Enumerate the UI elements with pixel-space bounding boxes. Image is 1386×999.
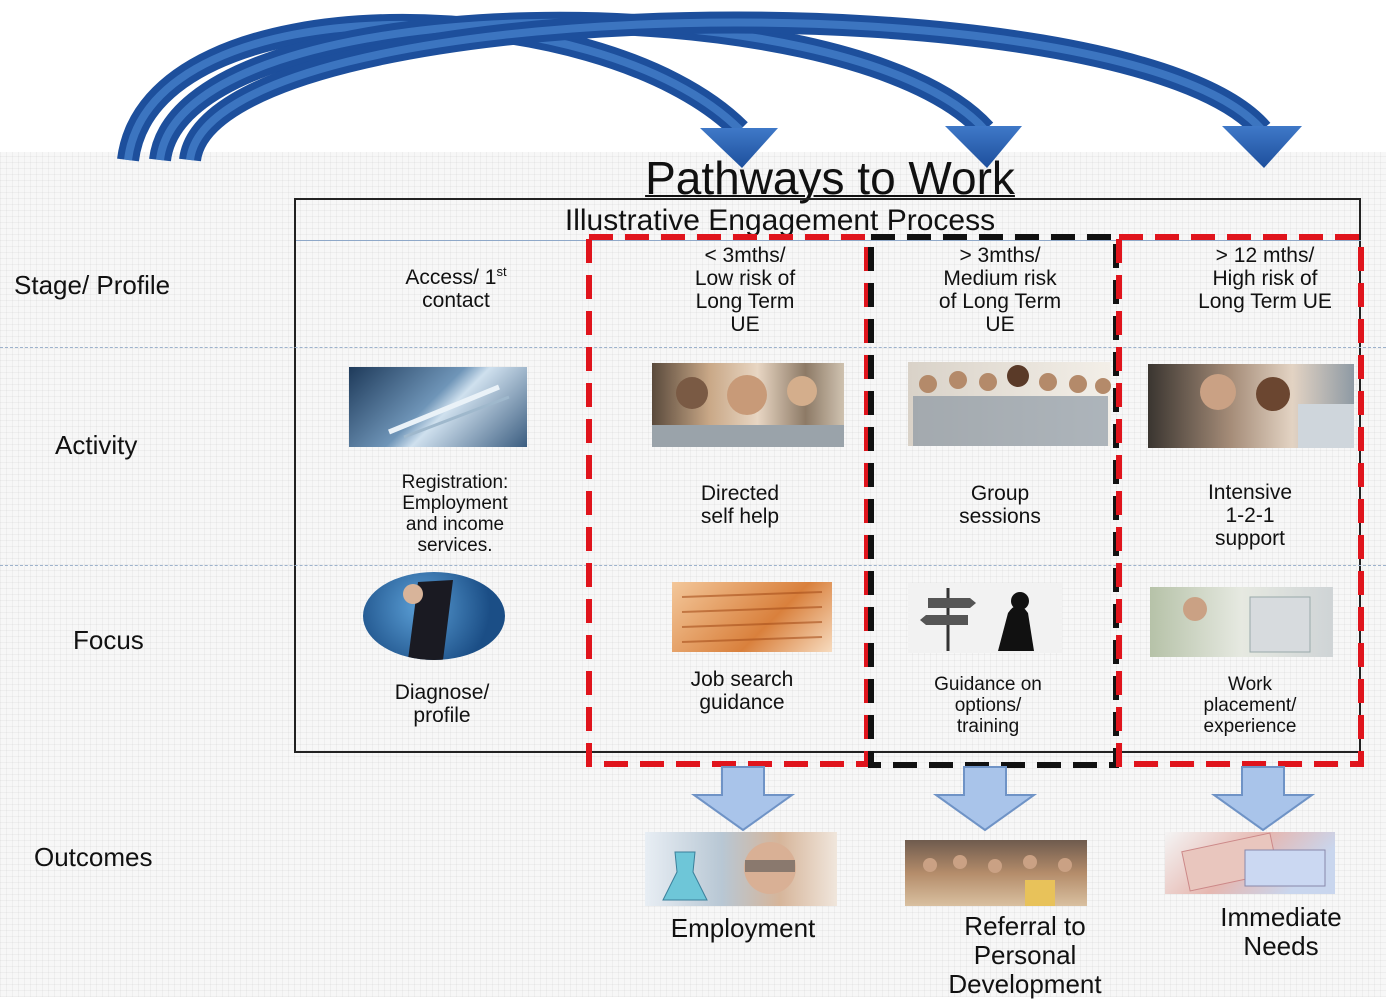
woman-in-circle-image (363, 572, 505, 660)
euro-banknotes-image (1165, 832, 1335, 894)
classroom-image (905, 840, 1087, 906)
outcome-employment: Employment (670, 913, 816, 943)
header-divider (296, 240, 1361, 241)
focus-diagnose-profile: Diagnose/profile (394, 681, 490, 727)
workplace-machine-image (1150, 587, 1333, 657)
low-risk-highlight-box (586, 234, 870, 767)
table-subtitle: Illustrative Engagement Process (564, 204, 996, 237)
direction-signpost-silhouette-image (908, 583, 1062, 653)
stage-access: Access/ 1st contact (405, 264, 507, 312)
slide-background (0, 152, 1386, 997)
down-arrow-employment (690, 766, 796, 832)
group-of-people-image (908, 362, 1111, 446)
row-label-activity: Activity (55, 430, 138, 460)
scientist-with-flask-image (645, 832, 837, 906)
arc-arrowhead-high (1222, 126, 1302, 168)
row-label-outcomes: Outcomes (34, 842, 153, 872)
row-label-focus: Focus (73, 625, 144, 655)
row-label-stage: Stage/ Profile (14, 270, 171, 300)
high-risk-highlight-box (1116, 234, 1364, 767)
page-title: Pathways to Work (645, 152, 1015, 204)
wanted-ads-newspaper-image (672, 582, 832, 652)
students-at-computers-image (652, 363, 844, 447)
curved-arrows (117, 11, 1302, 168)
arc-arrowhead-medium (945, 126, 1022, 168)
adviser-with-client-image (1148, 364, 1354, 448)
arc-arrowhead-low (700, 128, 778, 168)
pen-on-document-image (349, 367, 527, 447)
row-divider-2 (0, 565, 1386, 566)
row-divider-1 (0, 347, 1386, 348)
down-arrow-immediate (1210, 766, 1316, 832)
down-arrow-referral (932, 766, 1038, 832)
